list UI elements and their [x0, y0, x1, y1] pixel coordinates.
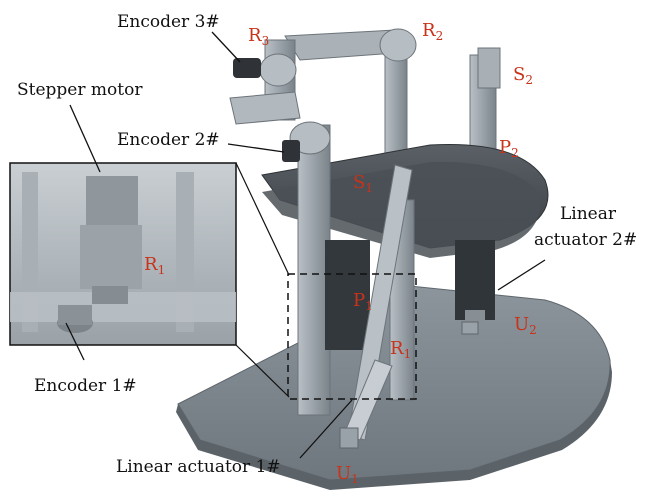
joint-r3-label: R3: [248, 25, 270, 48]
linear-actuator2-label-line1: Linear: [560, 204, 616, 224]
stepper-motor-label: Stepper motor: [17, 80, 143, 100]
joint-p1-label: P1: [353, 290, 373, 313]
r2-joint: [379, 28, 417, 62]
linear-actuator1-label: Linear actuator 1#: [116, 457, 281, 477]
encoder2-body: [282, 140, 300, 162]
main-column: [297, 124, 331, 416]
encoder3-pointer: [211, 31, 241, 63]
stepper-assembly: [325, 240, 370, 350]
u1-joint: [339, 427, 359, 449]
u2-joint: [461, 321, 479, 335]
stepper-pointer: [69, 104, 101, 173]
encoder3-body: [233, 58, 261, 78]
highlight-box: [287, 273, 417, 400]
joint-r2-label: R2: [422, 20, 444, 43]
joint-u1-label: U1: [336, 463, 359, 486]
linear-actuator-2-rod: [465, 310, 485, 324]
inset-zoom: [9, 162, 237, 346]
inset-connector-top: [235, 162, 290, 276]
inset-connector-bottom: [235, 344, 290, 398]
actuator1-pointer: [299, 399, 353, 459]
joint-u2-label: U2: [514, 314, 537, 337]
linear-actuator-2: [455, 240, 495, 320]
encoder2-pointer: [227, 143, 285, 153]
joint-r1-inset-label: R1: [144, 254, 166, 277]
joint-s1-label: S1: [353, 172, 373, 195]
side-arm: [229, 91, 301, 125]
r3-joint: [259, 53, 297, 87]
encoder1-label: Encoder 1#: [34, 376, 137, 396]
joint-p2-label: P2: [499, 137, 519, 160]
joint-r1-label: R1: [390, 338, 412, 361]
linear-actuator-1-rod: [343, 359, 393, 441]
joint-s2-label: S2: [513, 64, 533, 87]
encoder1-pointer: [65, 322, 85, 361]
linear-actuator2-label-line2: actuator 2#: [534, 230, 638, 250]
encoder2-label: Encoder 2#: [117, 130, 220, 150]
rear-column-cap: [477, 47, 501, 89]
actuator2-pointer: [497, 259, 546, 291]
encoder3-label: Encoder 3#: [117, 12, 220, 32]
linear-actuator-1: [347, 164, 413, 441]
